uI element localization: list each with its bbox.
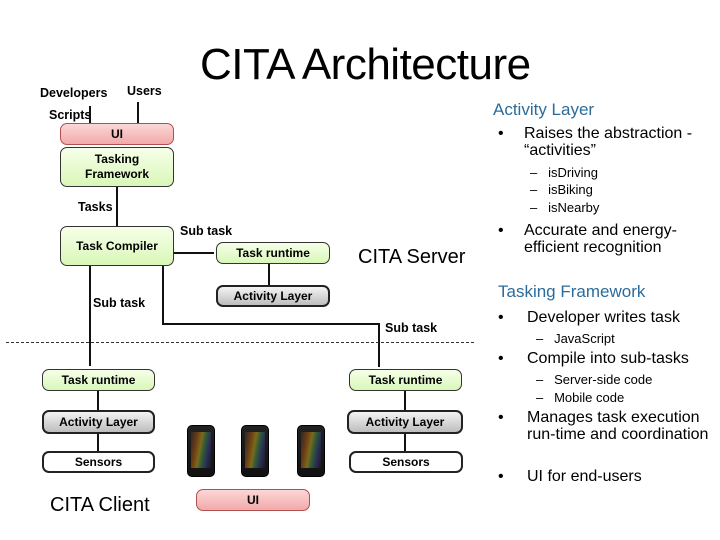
smartphone-icon xyxy=(187,425,215,477)
sub-task-label-3: Sub task xyxy=(385,321,438,335)
right-task-runtime-box: Task runtime xyxy=(349,369,462,391)
developers-connector xyxy=(89,106,91,124)
dash-icon: – xyxy=(530,165,538,180)
dash-icon: – xyxy=(530,200,538,215)
to-right-client-line xyxy=(378,323,380,367)
client-ui-box: UI xyxy=(196,489,310,511)
server-ui-box: UI xyxy=(60,123,174,145)
compiler-to-left-client-line xyxy=(89,266,91,366)
left-runtime-activity-line xyxy=(97,391,99,411)
sub-bullet-text: Mobile code xyxy=(554,390,625,405)
bullet-text: UI for end-users xyxy=(527,468,642,485)
left-activity-layer-label: Activity Layer xyxy=(59,414,138,429)
left-activity-layer-box: Activity Layer xyxy=(42,410,155,434)
bullet-icon: • xyxy=(498,468,504,485)
bullet-text: Accurate and energy-efficient recognitio… xyxy=(524,222,677,256)
sub-bullet: – isBiking xyxy=(530,182,593,197)
task-compiler-label: Task Compiler xyxy=(76,238,158,253)
left-task-runtime-box: Task runtime xyxy=(42,369,155,391)
sub-bullet: – Mobile code xyxy=(536,390,624,405)
sub-bullet: – isNearby xyxy=(530,200,599,215)
tasking-framework-label: Tasking Framework xyxy=(84,152,150,181)
task-compiler-box: Task Compiler xyxy=(60,226,174,266)
bullet-icon: • xyxy=(498,222,504,239)
right-activity-sensors-line xyxy=(404,434,406,452)
bullet-text: Manages task execution run-time and coor… xyxy=(527,409,709,443)
compiler-horizontal-line xyxy=(162,323,379,325)
smartphone-icon xyxy=(241,425,269,477)
bullet-icon: • xyxy=(498,409,504,426)
sub-bullet-text: isDriving xyxy=(548,165,598,180)
users-label: Users xyxy=(127,84,162,98)
client-ui-label: UI xyxy=(247,492,259,507)
dash-icon: – xyxy=(536,372,544,387)
smartphone-icon xyxy=(297,425,325,477)
compiler-down-line xyxy=(162,266,164,324)
right-activity-layer-label: Activity Layer xyxy=(365,414,445,429)
users-connector xyxy=(137,102,139,124)
cita-server-label: CITA Server xyxy=(358,246,466,268)
sub-bullet: – Server-side code xyxy=(536,372,652,387)
tasks-label: Tasks xyxy=(78,200,113,214)
dash-icon: – xyxy=(536,331,544,346)
runtime-to-activity-line xyxy=(268,264,270,286)
right-runtime-activity-line xyxy=(404,391,406,411)
sub-bullet-text: JavaScript xyxy=(554,331,615,346)
dash-icon: – xyxy=(530,182,538,197)
bullet-text: Compile into sub-tasks xyxy=(527,350,689,367)
left-sensors-label: Sensors xyxy=(74,454,123,469)
bullet-icon: • xyxy=(498,309,504,326)
left-sensors-box: Sensors xyxy=(42,451,155,473)
left-task-runtime-label: Task runtime xyxy=(61,372,136,387)
sub-bullet: – JavaScript xyxy=(536,331,615,346)
server-task-runtime-box: Task runtime xyxy=(216,242,330,264)
tasks-connector xyxy=(116,187,118,227)
server-ui-label: UI xyxy=(111,126,123,141)
page-title: CITA Architecture xyxy=(200,40,531,89)
right-sensors-label: Sensors xyxy=(382,454,430,469)
developers-label: Developers xyxy=(40,86,108,100)
sub-bullet-text: Server-side code xyxy=(554,372,653,387)
sub-task-label-2: Sub task xyxy=(93,296,146,310)
server-client-divider xyxy=(6,342,474,343)
left-activity-sensors-line xyxy=(97,434,99,452)
dash-icon: – xyxy=(536,390,544,405)
bullet-text: Developer writes task xyxy=(527,309,680,326)
bullet-text: Raises the abstraction - “activities” xyxy=(524,125,693,159)
tasking-framework-box: Tasking Framework xyxy=(60,147,174,187)
right-sensors-box: Sensors xyxy=(349,451,463,473)
sub-bullet: – isDriving xyxy=(530,165,598,180)
bullet-icon: • xyxy=(498,350,504,367)
sub-bullet-text: isNearby xyxy=(548,200,600,215)
server-activity-layer-label: Activity Layer xyxy=(233,288,313,303)
bullet-icon: • xyxy=(498,125,504,142)
activity-layer-heading: Activity Layer xyxy=(493,100,595,119)
right-activity-layer-box: Activity Layer xyxy=(347,410,463,434)
compiler-to-runtime-line xyxy=(174,252,214,254)
tasking-framework-heading: Tasking Framework xyxy=(498,282,646,301)
scripts-label: Scripts xyxy=(49,108,92,122)
server-task-runtime-label: Task runtime xyxy=(236,245,310,260)
sub-task-label-1: Sub task xyxy=(180,224,233,238)
right-task-runtime-label: Task runtime xyxy=(368,372,443,387)
server-activity-layer-box: Activity Layer xyxy=(216,285,330,307)
sub-bullet-text: isBiking xyxy=(548,182,593,197)
cita-client-label: CITA Client xyxy=(50,494,150,516)
